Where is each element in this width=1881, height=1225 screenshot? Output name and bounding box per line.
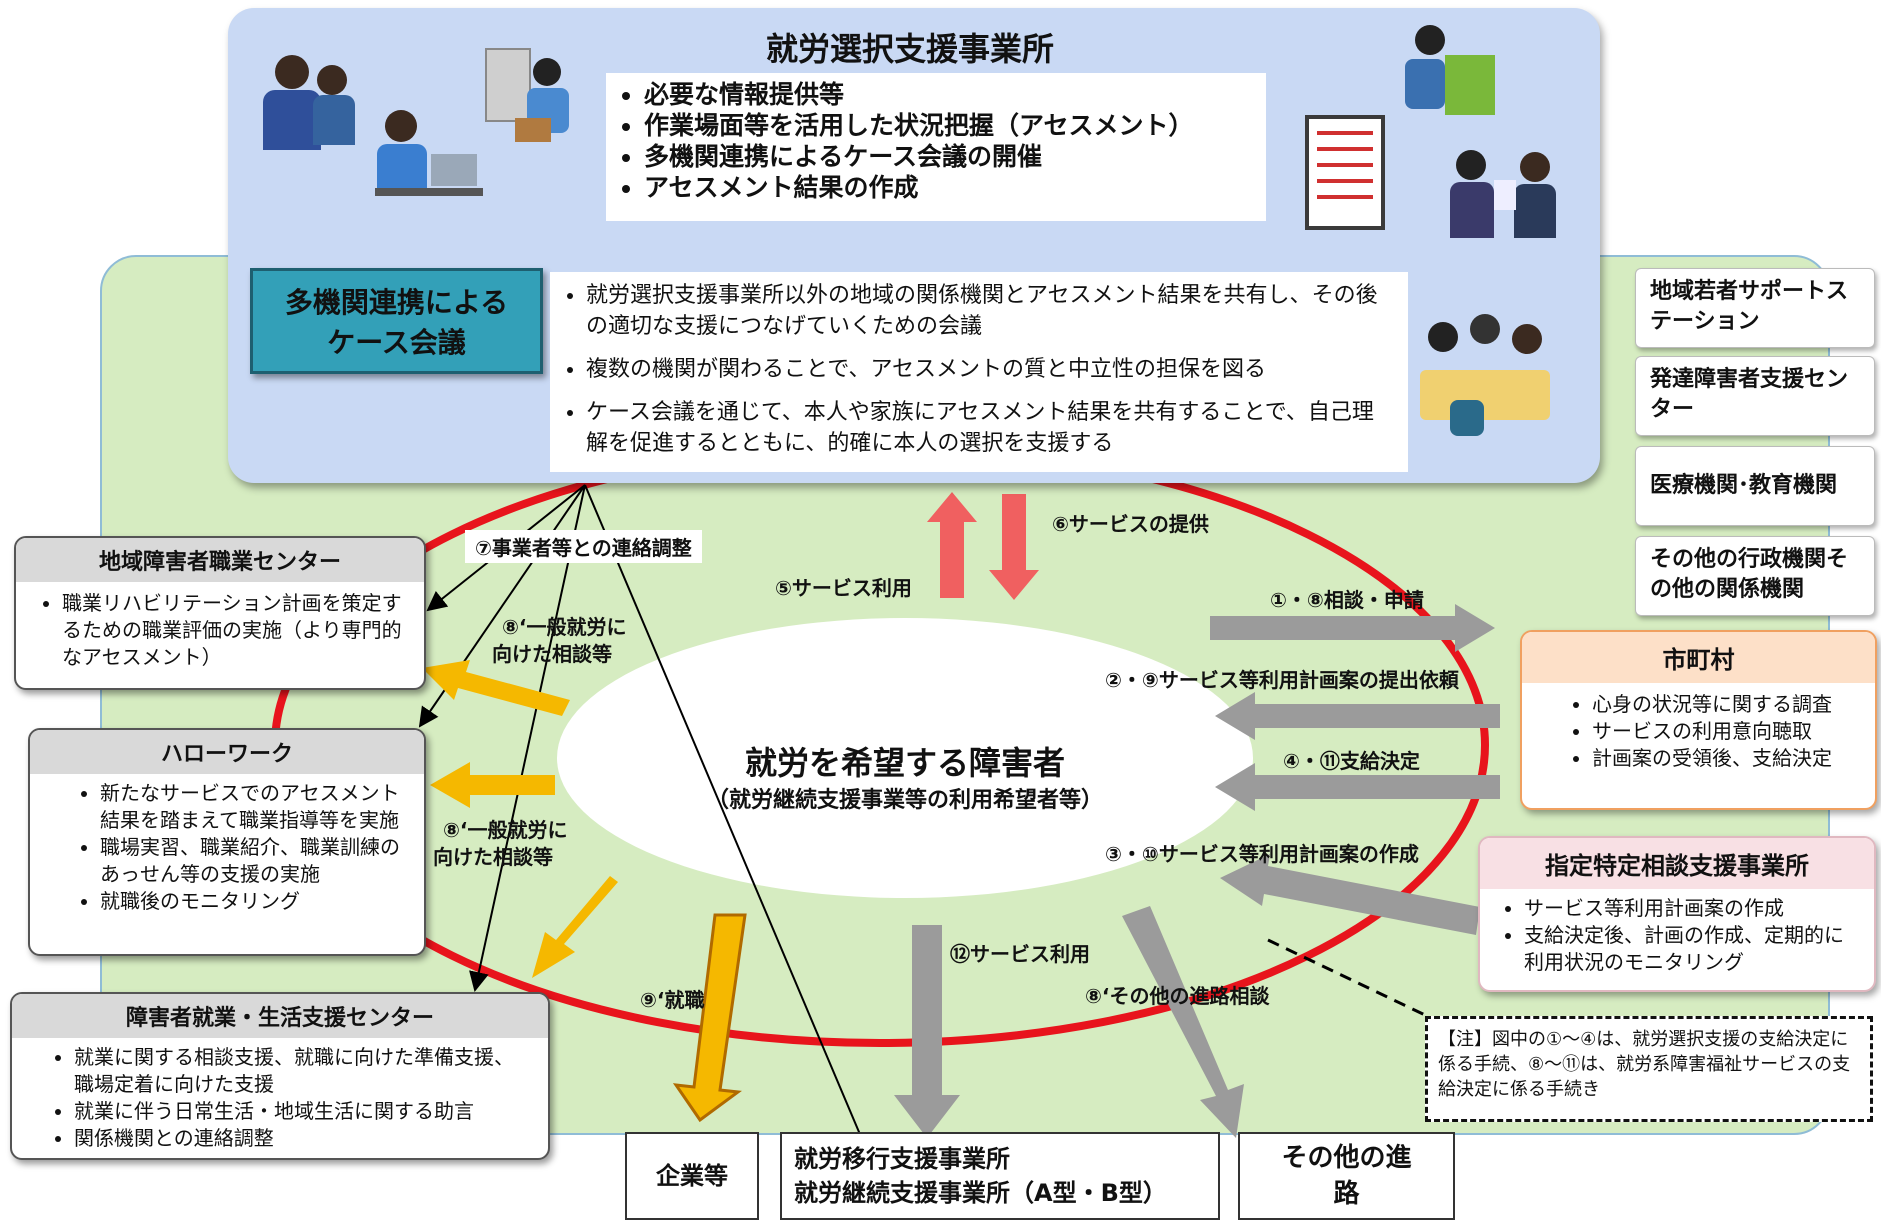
consultation-support-title: 指定特定相談支援事業所 [1480, 838, 1874, 889]
consult8-label-bottom-line2: 向けた相談等 [433, 845, 553, 869]
municipality-item: 心身の状況等に関する調査 [1592, 691, 1865, 718]
org-item: 職業リハビリテーション計画を策定するための職業評価の実施（より専門的なアセスメン… [62, 590, 408, 671]
apply-label: ①・⑧相談・申請 [1270, 588, 1424, 612]
hello-work-title: ハローワーク [30, 730, 424, 774]
consult8-label-bottom: ⑧‘一般就労に 向けた相談等 [433, 817, 568, 871]
coord-line-to-transition [584, 484, 873, 1160]
top-bullet-box: 必要な情報提供等 作業場面等を活用した状況把握（アセスメント） 多機関連携による… [606, 73, 1266, 221]
note-leader-line [1267, 938, 1426, 1017]
decision-label: ④・⑪支給決定 [1283, 749, 1420, 773]
consult8-arrow-top [422, 660, 570, 716]
create-arrow [1220, 854, 1480, 935]
use12-arrow [894, 925, 960, 1138]
employment-life-support-center: 障害者就業・生活支援センター 就業に関する相談支援、就職に向けた準備支援、職場定… [10, 992, 550, 1160]
top-bullet: 多機関連携によるケース会議の開催 [644, 141, 1256, 172]
other-path-box: その他の進 路 [1238, 1132, 1455, 1220]
case-meeting-description: 就労選択支援事業所以外の地域の関係機関とアセスメント結果を共有し、その後の適切な… [550, 272, 1408, 472]
coordination-label: ⑦事業者等との連絡調整 [465, 530, 702, 563]
org-item: 就業に伴う日常生活・地域生活に関する助言 [74, 1098, 528, 1125]
municipality-box: 市町村 心身の状況等に関する調査 サービスの利用意向聴取 計画案の受領後、支給決… [1520, 630, 1877, 810]
org-item: 就業に関する相談支援、就職に向けた準備支援、職場定着に向けた支援 [74, 1044, 528, 1098]
case-meeting-illustration [1410, 310, 1560, 440]
employ-arrow [672, 913, 747, 1123]
municipality-item: 計画案の受領後、支給決定 [1592, 745, 1865, 772]
consult8-label-bottom-line1: ⑧‘一般就労に [443, 818, 568, 842]
service-use-up-arrow [927, 492, 977, 598]
hello-work-list: 新たなサービスでのアセスメント結果を踏まえて職業指導等を実施 職場実習、職業紹介… [30, 774, 424, 915]
municipality-item: サービスの利用意向聴取 [1592, 718, 1865, 745]
consult8-label-top: ⑧‘一般就労に 向けた相談等 [492, 614, 627, 668]
other-path-line1: その他の進 [1281, 1143, 1412, 1173]
hello-work: ハローワーク 新たなサービスでのアセスメント結果を踏まえて職業指導等を実施 職場… [28, 728, 426, 956]
apply-arrow [1210, 604, 1495, 652]
consultation-support-item: 支給決定後、計画の作成、定期的に利用状況のモニタリング [1524, 922, 1858, 976]
case-meeting-bullet-list: 就労選択支援事業所以外の地域の関係機関とアセスメント結果を共有し、その後の適切な… [558, 280, 1390, 459]
case-meeting-bullet: 就労選択支援事業所以外の地域の関係機関とアセスメント結果を共有し、その後の適切な… [586, 280, 1390, 342]
consult8-label-top-line1: ⑧‘一般就労に [502, 615, 627, 639]
consultation-support-item: サービス等利用計画案の作成 [1524, 895, 1858, 922]
org-item: 職場実習、職業紹介、職業訓練のあっせん等の支援の実施 [100, 834, 404, 888]
municipality-title: 市町村 [1522, 632, 1875, 683]
other-path-label: ⑧‘その他の進路相談 [1085, 984, 1270, 1008]
case-meeting-bullet: 複数の機関が関わることで、アセスメントの質と中立性の担保を図る [586, 354, 1390, 385]
coord-line-to-support-center [469, 484, 586, 992]
continuation-office-line: 就労継続支援事業所（A型・B型） [794, 1179, 1167, 1207]
create-label: ③・⑩サービス等利用計画案の作成 [1105, 842, 1419, 866]
center-title: 就労を希望する障害者 [744, 744, 1065, 782]
employment-life-support-center-list: 就業に関する相談支援、就職に向けた準備支援、職場定着に向けた支援 就業に伴う日常… [12, 1038, 548, 1152]
top-bullet: アセスメント結果の作成 [644, 172, 1256, 203]
top-bullet: 必要な情報提供等 [644, 79, 1256, 110]
consultation-support-box: 指定特定相談支援事業所 サービス等利用計画案の作成 支給決定後、計画の作成、定期… [1478, 836, 1876, 992]
service-use-label-12: ⑫サービス利用 [950, 942, 1090, 966]
consultation-support-list: サービス等利用計画案の作成 支給決定後、計画の作成、定期的に利用状況のモニタリン… [1480, 889, 1874, 976]
request-label: ②・⑨サービス等利用計画案の提出依頼 [1105, 668, 1459, 692]
case-meeting-title-box: 多機関連携による ケース会議 [250, 268, 543, 374]
side-org-medical-education: 医療機関･教育機関 [1635, 446, 1875, 526]
employment-label: ⑨‘就職 [640, 988, 705, 1012]
service-provide-label: ⑥サービスの提供 [1052, 512, 1209, 536]
top-bullet: 作業場面等を活用した状況把握（アセスメント） [644, 110, 1256, 141]
org-item: 就職後のモニタリング [100, 888, 404, 915]
side-org-other-admin: その他の行政機関その他の関係機関 [1635, 536, 1875, 616]
org-item: 関係機関との連絡調整 [74, 1125, 528, 1152]
case-meeting-title-line2: ケース会議 [327, 326, 466, 359]
warehouse-worker-illustration [485, 48, 575, 148]
center-subtitle: （就労継続支援事業等の利用希望者等） [706, 788, 1103, 813]
checklist-illustration [1305, 115, 1385, 230]
top-title: 就労選択支援事業所 [765, 30, 1054, 68]
other8-arrow [1122, 906, 1244, 1138]
consult8-label-top-line2: 向けた相談等 [492, 642, 612, 666]
side-org-youth-support: 地域若者サポートステーション [1635, 268, 1875, 348]
regional-vocational-center-title: 地域障害者職業センター [16, 538, 424, 582]
service-provide-down-arrow [989, 494, 1039, 600]
employment-life-support-center-title: 障害者就業・生活支援センター [12, 994, 548, 1038]
company-box: 企業等 [625, 1132, 759, 1220]
consult8-arrow-bottom [532, 876, 618, 978]
other-path-line2: 路 [1333, 1179, 1360, 1209]
consultation-people-illustration [255, 45, 355, 155]
request-arrow [1215, 692, 1500, 740]
assessment-work-illustration [1405, 25, 1515, 135]
interview-illustration [1450, 140, 1560, 240]
note-box: 【注】図中の①～④は、就労選択支援の支給決定に係る手続、⑧～⑪は、就労系障害福祉… [1425, 1016, 1873, 1122]
regional-vocational-center-list: 職業リハビリテーション計画を策定するための職業評価の実施（より専門的なアセスメン… [16, 582, 424, 671]
transition-office-line: 就労移行支援事業所 [794, 1145, 1010, 1173]
side-org-developmental-center: 発達障害者支援センター [1635, 356, 1875, 436]
service-use-label-5: ⑤サービス利用 [775, 576, 912, 600]
municipality-list: 心身の状況等に関する調査 サービスの利用意向聴取 計画案の受領後、支給決定 [1522, 683, 1875, 772]
regional-vocational-center: 地域障害者職業センター 職業リハビリテーション計画を策定するための職業評価の実施… [14, 536, 426, 690]
pc-worker-illustration [375, 110, 485, 205]
org-item: 新たなサービスでのアセスメント結果を踏まえて職業指導等を実施 [100, 780, 404, 834]
case-meeting-bullet: ケース会議を通じて、本人や家族にアセスメント結果を共有することで、自己理解を促進… [586, 397, 1390, 459]
consult8-arrow-mid [430, 762, 555, 808]
top-bullet-list: 必要な情報提供等 作業場面等を活用した状況把握（アセスメント） 多機関連携による… [616, 79, 1256, 203]
transition-continuation-box: 就労移行支援事業所 就労継続支援事業所（A型・B型） [780, 1132, 1220, 1220]
case-meeting-title-line1: 多機関連携による [284, 286, 509, 319]
decision-arrow [1215, 763, 1500, 811]
